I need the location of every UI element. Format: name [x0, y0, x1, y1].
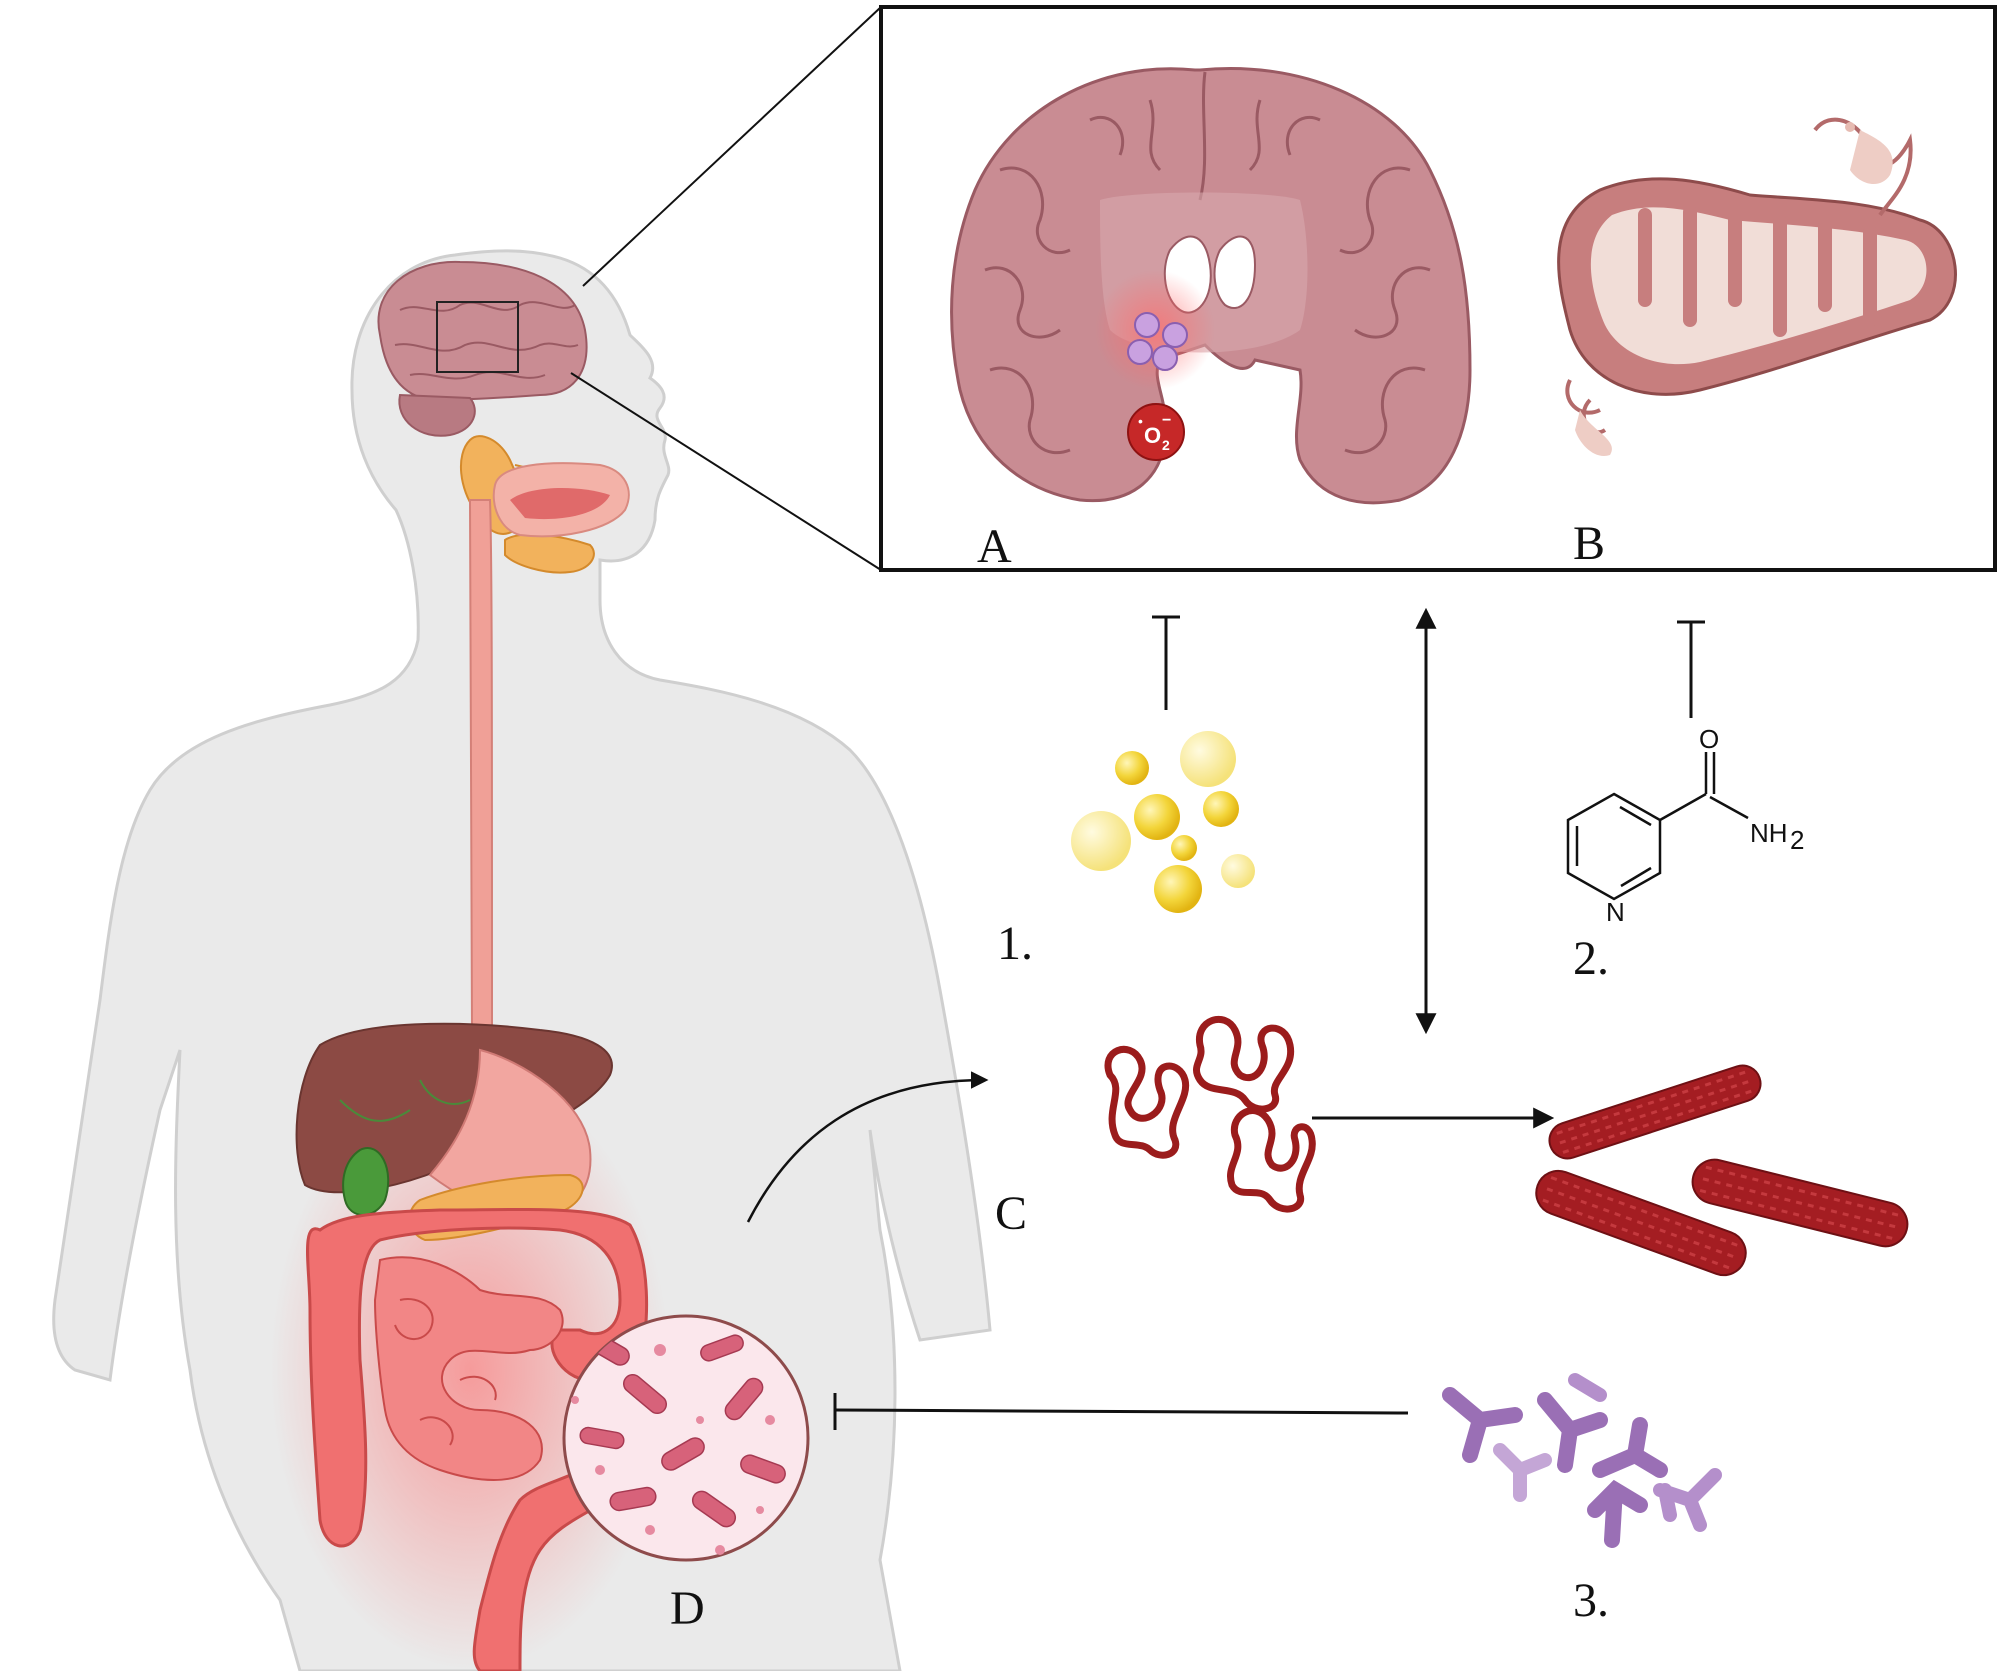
activated-microglia	[1127, 312, 1188, 371]
panel-label-b: B	[1573, 517, 1606, 570]
inhibit-symbol-2	[1677, 620, 1705, 718]
molecule-amine-subscript: 2	[1790, 825, 1804, 855]
zoom-line-bottom	[570, 372, 882, 571]
panel-label-a: A	[977, 520, 1012, 573]
item-label-3: 3.	[1573, 1574, 1609, 1627]
gut-to-synuclein-arrow	[746, 1071, 989, 1223]
gut-microbiome-magnified	[562, 1314, 810, 1562]
superoxide-subscript: 2	[1162, 437, 1170, 453]
superoxide-radical: • O 2 −	[1127, 403, 1185, 461]
panel-label-c: C	[995, 1187, 1028, 1240]
inhibit-symbol-3	[833, 1393, 1409, 1430]
brain-zoom-box	[436, 301, 519, 373]
damaged-mitochondrion	[1557, 117, 1957, 456]
molecule-amine: NH	[1750, 818, 1788, 848]
esophagus	[468, 499, 494, 1031]
nicotinamide-structure	[1566, 752, 1749, 901]
item-label-2: 2.	[1573, 932, 1609, 985]
lipid-droplets	[1071, 731, 1255, 913]
purple-prebiotic-molecules	[1442, 1373, 1722, 1548]
head-brain	[377, 260, 588, 437]
molecule-oxygen: O	[1699, 724, 1719, 754]
alpha-synuclein-monomers	[1104, 1015, 1316, 1213]
zoom-line-top	[582, 6, 882, 287]
superoxide-dot: •	[1138, 413, 1143, 429]
oral-cavity	[492, 462, 630, 538]
item-label-1: 1.	[997, 917, 1033, 970]
inhibit-symbol-1	[1152, 615, 1180, 710]
superoxide-symbol: O	[1144, 423, 1161, 448]
alpha-synuclein-fibrils	[1535, 1064, 1909, 1277]
superoxide-charge: −	[1162, 412, 1171, 429]
panel-label-d: D	[670, 1582, 705, 1635]
molecule-nitrogen: N	[1606, 897, 1625, 927]
